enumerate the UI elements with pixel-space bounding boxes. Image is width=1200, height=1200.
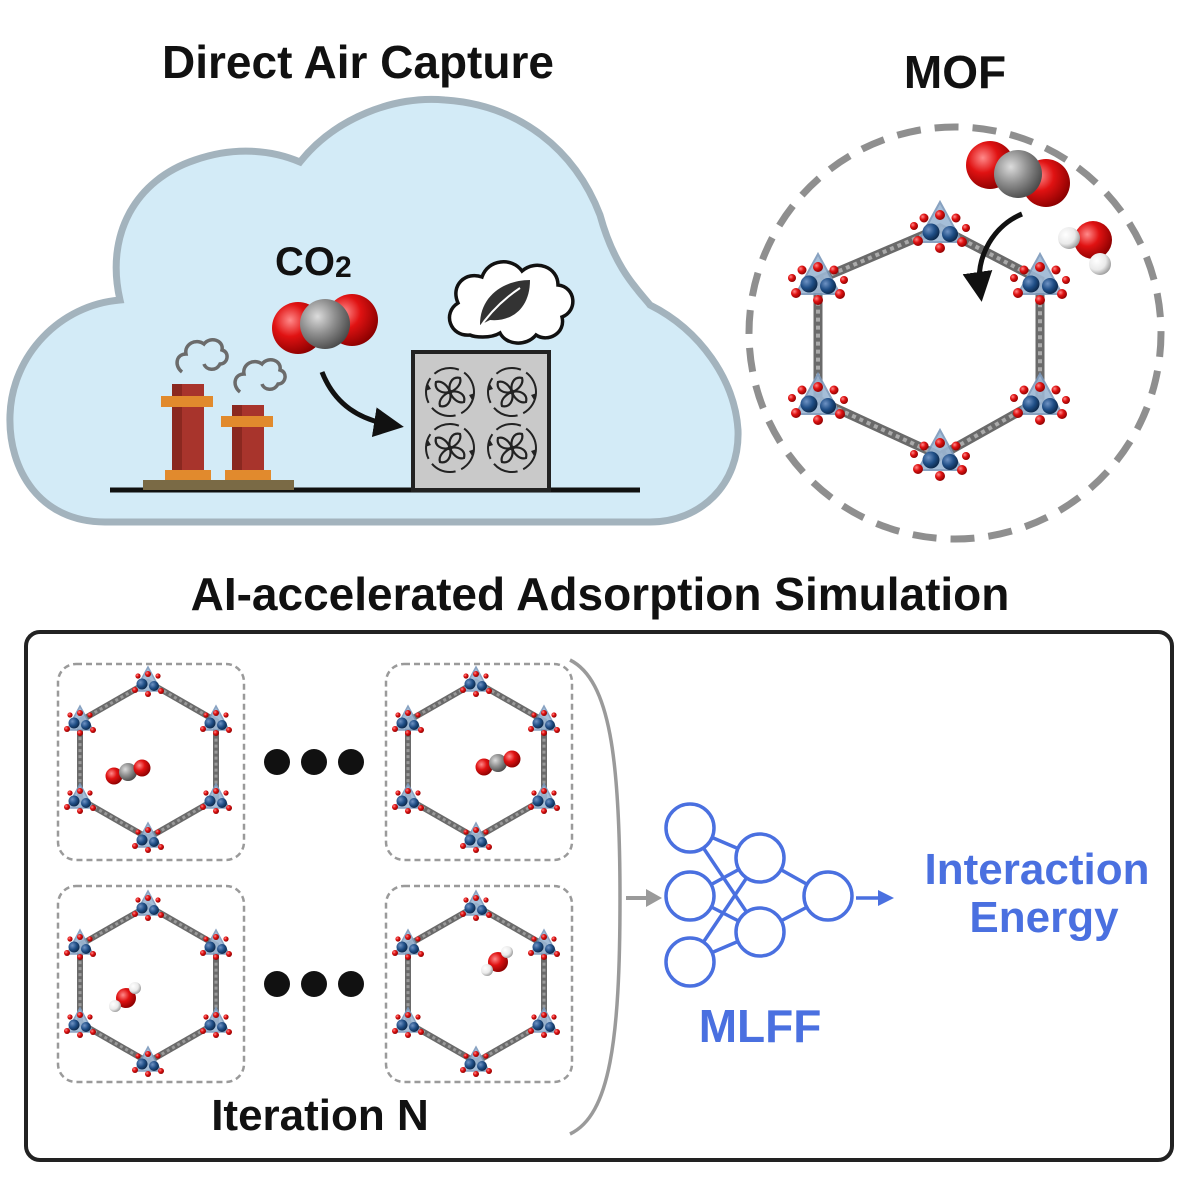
mof-dashed-circle [745,123,1165,543]
simulation-title: AI-accelerated Adsorption Simulation [191,568,1010,620]
iteration-label: Iteration N [211,1091,429,1140]
bracket [569,658,622,1136]
dac-unit [411,350,551,492]
snapshot-co2-1 [56,662,246,862]
co2-molecule [966,141,1070,207]
snapshot-h2o-1 [56,884,246,1084]
co2-molecule [272,294,378,354]
capture-arrow [319,371,404,438]
snapshot-co2-n [384,662,574,862]
ellipsis-dots [264,749,364,997]
dac-title: Direct Air Capture [162,36,554,88]
adsorption-arrow [962,211,1024,302]
mof-structure [787,201,1071,482]
mof-panel: MOF [745,46,1165,543]
direct-air-capture-panel: Direct Air Capture CO2 [6,36,742,526]
factory-chimneys [161,384,273,480]
h2o-molecule [1058,221,1112,275]
clean-air-leaf-icon [447,260,575,345]
interaction-label: Interaction [925,845,1150,894]
co2-label: CO2 [275,240,352,284]
energy-label: Energy [969,893,1119,942]
simulation-panel: AI-accelerated Adsorption Simulation [24,568,1174,1162]
mlff-network-icon [664,802,854,988]
snapshot-h2o-n [384,884,574,1084]
mof-title: MOF [904,46,1006,98]
factory-base [143,480,294,490]
mlff-label: MLFF [699,1000,822,1052]
smoke-icon [175,338,287,394]
